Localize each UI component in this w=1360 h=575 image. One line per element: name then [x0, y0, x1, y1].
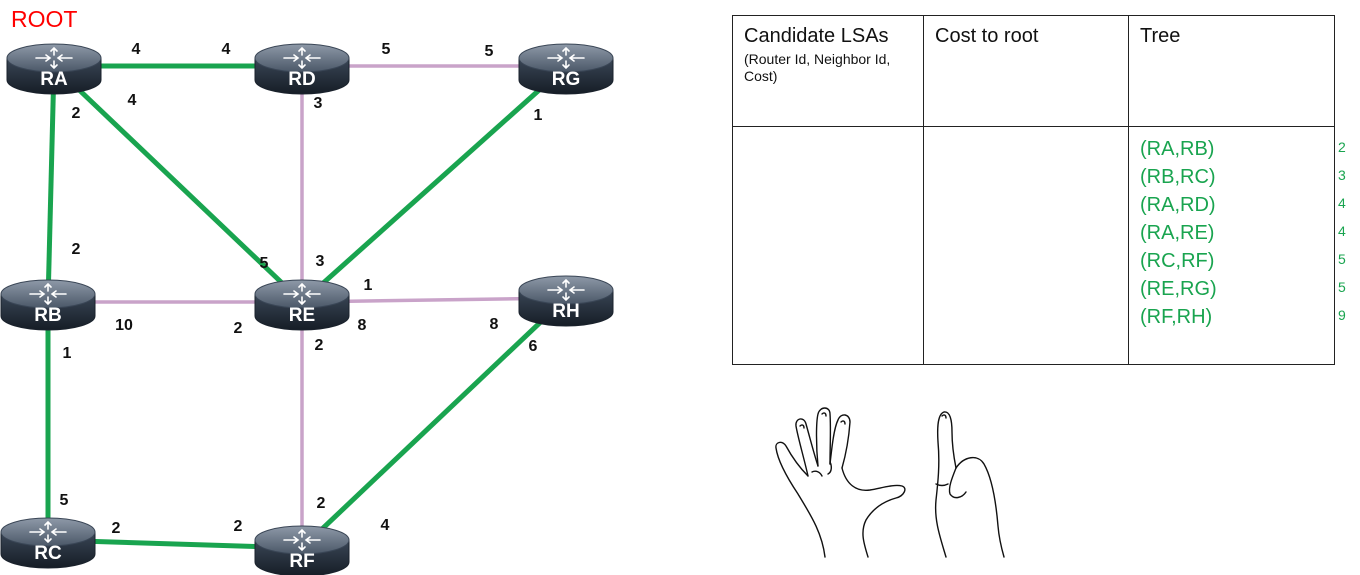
link-cost-rd-side: 4	[222, 41, 231, 58]
header-tree-title: Tree	[1140, 25, 1181, 47]
link-cost-rh-side: 6	[529, 338, 538, 355]
router-rd: RD	[254, 43, 350, 95]
tree-cost: 4	[1338, 195, 1346, 211]
link-rh-rf	[300, 296, 568, 550]
table-header-row: Candidate LSAs (Router Id, Neighbor Id, …	[732, 15, 1335, 127]
header-tree: Tree	[1128, 15, 1335, 127]
link-cost-ra-side: 4	[128, 92, 137, 109]
link-cost-rb-side: 2	[72, 241, 81, 258]
router-name: RD	[288, 69, 315, 90]
tree-entry: (RA,RE)	[1140, 222, 1215, 244]
tree-entry: (RB,RC)	[1140, 166, 1216, 188]
tree-cost: 9	[1338, 307, 1346, 323]
router-re: RE	[254, 279, 350, 331]
link-cost-rf-side: 4	[381, 517, 390, 534]
router-arrows-icon	[29, 520, 67, 544]
tree-entry: (RC,RF)	[1140, 250, 1215, 272]
link-cost-ra-side: 4	[132, 41, 141, 58]
table-body-row: (RA,RB) (RB,RC) (RA,RD) (RA,RE) (RC,RF) (RE,R…	[732, 126, 1335, 365]
link-cost-re-side: 3	[316, 253, 325, 270]
router-arrows-icon	[283, 46, 321, 70]
counting-hands-icon	[775, 407, 1005, 558]
link-cost-rh-side: 8	[490, 316, 499, 333]
tree-entry: (RF,RH)	[1140, 306, 1213, 328]
router-name: RG	[552, 69, 581, 90]
link-cost-rf-side: 2	[234, 518, 243, 535]
header-cost-to-root: Cost to root	[923, 15, 1129, 127]
router-name: RB	[34, 305, 61, 326]
candidate-lsas-cell	[732, 126, 924, 365]
router-name: RC	[34, 543, 62, 564]
header-candidate-subtitle: (Router Id, Neighbor Id, Cost)	[744, 51, 891, 84]
router-name: RF	[289, 551, 314, 572]
router-rb: RB	[0, 279, 96, 331]
tree-entry: (RA,RD)	[1140, 194, 1216, 216]
router-arrows-icon	[283, 282, 321, 306]
tree-cost: 4	[1338, 223, 1346, 239]
link-rg-re	[300, 64, 568, 304]
header-candidate-lsas: Candidate LSAs (Router Id, Neighbor Id, …	[732, 15, 924, 127]
router-name: RH	[552, 301, 579, 322]
router-rc: RC	[0, 517, 96, 569]
tree-cost: 5	[1338, 279, 1346, 295]
lsa-table: Candidate LSAs (Router Id, Neighbor Id, …	[732, 15, 1335, 365]
router-arrows-icon	[29, 282, 67, 306]
router-arrows-icon	[547, 46, 585, 70]
tree-entry: (RE,RG)	[1140, 278, 1217, 300]
link-cost-re-side: 1	[364, 277, 373, 294]
tree-cell: (RA,RB) (RB,RC) (RA,RD) (RA,RE) (RC,RF) (RE,R…	[1128, 126, 1335, 365]
link-cost-rg-side: 1	[534, 107, 543, 124]
link-cost-rd-side: 3	[314, 95, 323, 112]
network-diagram: RA RD RG RB RE RH RC RF 4 4 5 5 2 2 4 5 3 3 1 1 10 2 8 8 1 5 2 2 6 4…	[0, 6, 614, 575]
router-arrows-icon	[547, 278, 585, 302]
router-rh: RH	[518, 275, 614, 327]
router-name: RA	[40, 69, 68, 90]
link-cost-ra-side: 2	[72, 105, 81, 122]
tree-list: (RA,RB) (RB,RC) (RA,RD) (RA,RE) (RC,RF) (RE,R…	[1129, 127, 1334, 331]
router-arrows-icon	[35, 46, 73, 70]
link-ra-re	[52, 64, 304, 304]
header-cost-title: Cost to root	[935, 25, 1039, 47]
link-cost-re-side: 2	[315, 337, 324, 354]
link-cost-re-side: 2	[234, 320, 243, 337]
link-cost-rd-side: 5	[382, 41, 391, 58]
tree-cost: 5	[1338, 251, 1346, 267]
tree-cost: 3	[1338, 167, 1346, 183]
link-ra-rb	[45, 65, 57, 303]
link-cost-re-side: 8	[358, 317, 367, 334]
tree-cost-list: 2 3 4 4 5 5 9	[1338, 133, 1360, 329]
link-cost-rb-side: 10	[115, 317, 133, 334]
tree-cost: 2	[1338, 139, 1346, 155]
link-cost-re-side: 5	[260, 255, 269, 272]
router-name: RE	[289, 305, 315, 326]
router-ra: RA	[6, 43, 102, 95]
cost-to-root-cell	[923, 126, 1129, 365]
link-cost-rf-side: 2	[317, 495, 326, 512]
router-rf: RF	[254, 525, 350, 575]
header-candidate-title: Candidate LSAs	[744, 25, 889, 47]
router-rg: RG	[518, 43, 614, 95]
link-cost-rc-side: 2	[112, 520, 121, 537]
tree-entry: (RA,RB)	[1140, 138, 1215, 160]
link-cost-rg-side: 5	[485, 43, 494, 60]
root-label: ROOT	[11, 6, 77, 32]
link-cost-rc-side: 5	[60, 492, 69, 509]
router-arrows-icon	[283, 528, 321, 552]
link-cost-rb-side: 1	[63, 345, 72, 362]
